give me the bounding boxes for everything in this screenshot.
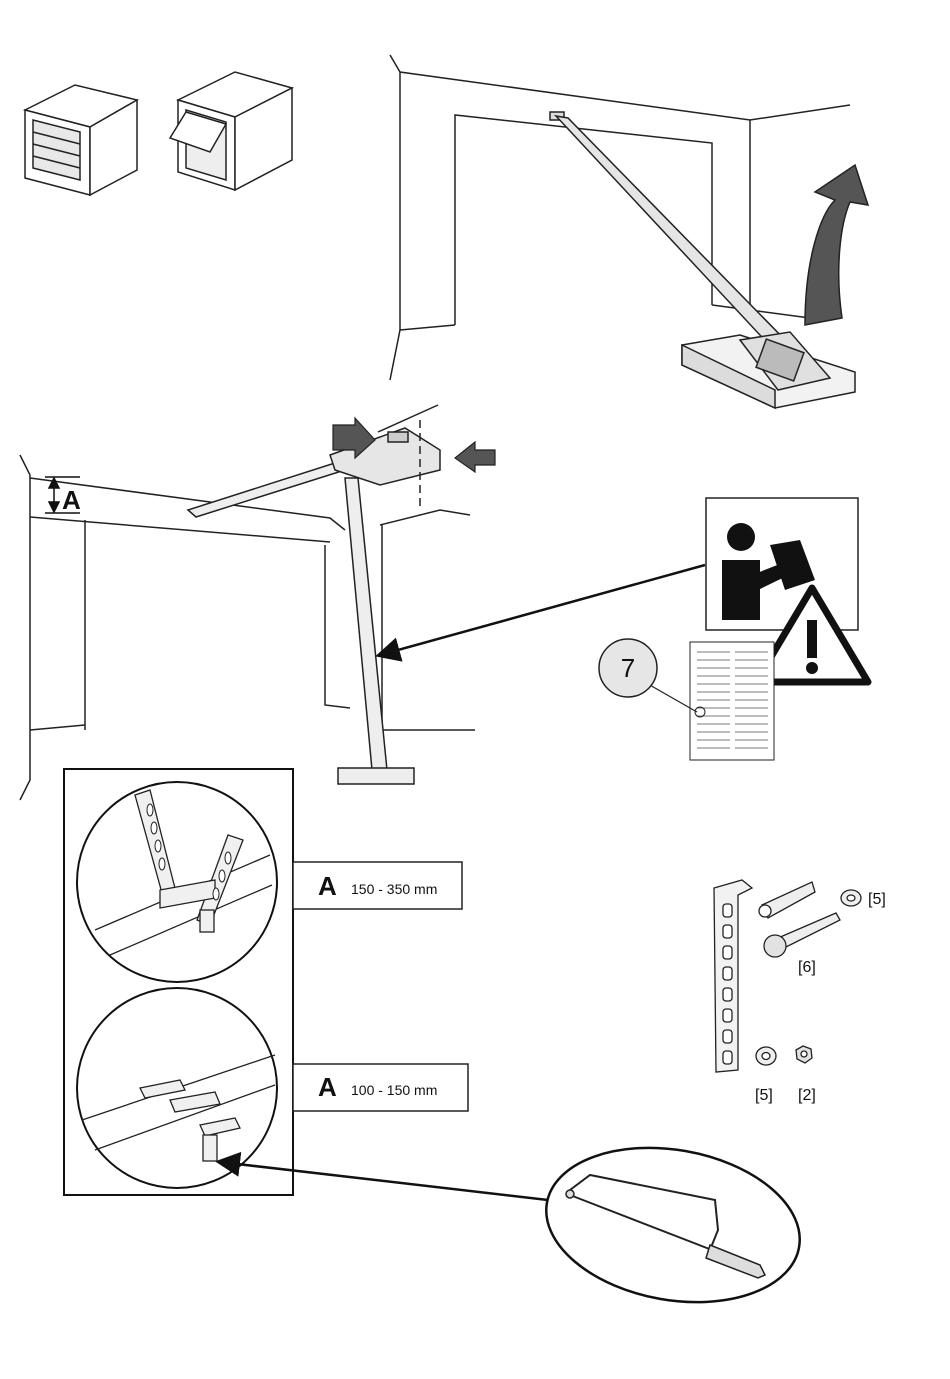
read-manual-icon (706, 498, 858, 630)
perforated-bracket-part (714, 880, 752, 1072)
motor-box-on-pallet (682, 332, 855, 408)
wall-plug-part (759, 882, 815, 918)
dimension-box-lower: A 100 - 150 mm (293, 1064, 468, 1111)
manual-document-icon (690, 642, 774, 760)
screw-part (764, 913, 840, 957)
raised-rail (550, 112, 790, 348)
part-label-washer-bottom: [5] (755, 1087, 773, 1104)
part-label-screw: [6] (798, 959, 816, 976)
nut-part (796, 1046, 812, 1063)
part-label-nut: [2] (798, 1087, 816, 1104)
bracket-detail-lower (77, 988, 277, 1188)
garage-room-middle (20, 455, 475, 800)
support-strut (338, 478, 414, 784)
part-label-washer-top: [5] (868, 891, 886, 908)
dimension-range-upper: 150 - 350 mm (351, 881, 437, 897)
curved-arrow-icon (805, 165, 868, 325)
pointer-arrow-strut (380, 565, 705, 655)
opener-rail (188, 462, 345, 517)
garage-room-top (390, 55, 850, 380)
garage-closed-icon (25, 85, 137, 195)
svg-text:A: A (318, 1072, 337, 1102)
bracket-detail-upper (77, 782, 277, 982)
svg-text:A: A (318, 871, 337, 901)
garage-open-icon (170, 72, 292, 190)
dimension-box-upper: A 150 - 350 mm (293, 862, 462, 909)
washer-top-part (841, 890, 861, 906)
washer-bottom-part (756, 1047, 776, 1065)
dimension-range-lower: 100 - 150 mm (351, 1082, 437, 1098)
hacksaw-icon (534, 1129, 812, 1321)
step-callout: 7 (599, 639, 697, 712)
dimension-a-label: A (62, 485, 81, 515)
step-number: 7 (621, 653, 635, 683)
